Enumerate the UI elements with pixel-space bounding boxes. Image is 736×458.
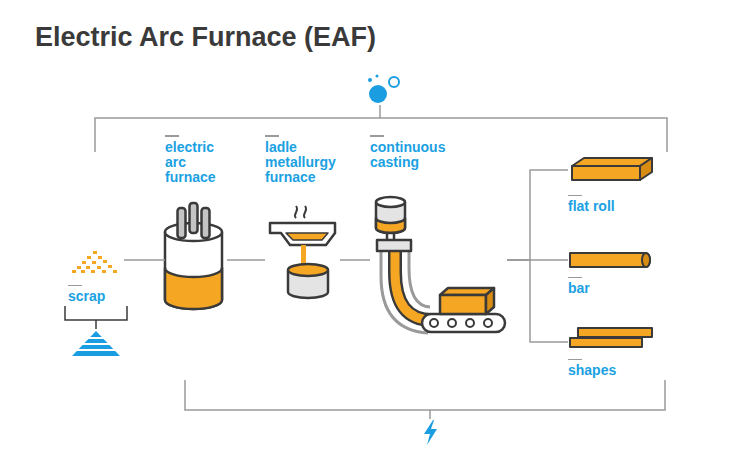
flat-roll-drawing (572, 158, 652, 180)
connector-line (340, 259, 370, 261)
water-icon (369, 85, 387, 103)
arc-furnace-drawing (165, 268, 222, 309)
scrap-pile (92, 261, 96, 264)
arc-furnace-drawing (190, 203, 198, 233)
process-stage: continuous casting (370, 135, 507, 337)
water-icon (368, 78, 372, 82)
bar-drawing (570, 253, 650, 267)
continuous-caster-drawing (484, 319, 492, 327)
scrap-bracket (65, 306, 127, 329)
stage-label: electric arc furnace (165, 135, 216, 185)
input-node: scrap (68, 246, 124, 304)
scrap-pile (86, 266, 90, 269)
continuous-caster-drawing (395, 244, 432, 320)
ladle-furnace-drawing (288, 264, 328, 276)
arc-furnace-drawing (202, 208, 210, 238)
shapes-drawing (570, 338, 642, 347)
scrap-pile (113, 270, 117, 273)
scrap-pile (91, 270, 95, 273)
scrap-pile (87, 256, 91, 259)
process-stage: ladle metallurgy furnace (265, 135, 340, 302)
stage-label: ladle metallurgy furnace (265, 135, 336, 185)
stage-label: flat roll (568, 195, 615, 215)
scrap-pile (103, 260, 107, 263)
process-stage: electric arc furnace (165, 135, 227, 307)
scrap-pile (102, 270, 106, 273)
scrap-pile (93, 251, 97, 254)
power-bracket (185, 380, 665, 419)
water-bracket (379, 105, 381, 118)
scrap-bracket (95, 320, 97, 329)
scrap-pile (82, 261, 86, 264)
arc-furnace-drawing (178, 208, 186, 238)
resource-pyramid (72, 338, 120, 350)
continuous-caster-drawing (395, 244, 432, 320)
continuous-caster-drawing (376, 197, 505, 333)
scrap-pile (72, 270, 76, 273)
resource-pyramid (72, 331, 120, 356)
ladle-furnace-drawing (286, 233, 328, 240)
shapes-drawing (570, 328, 652, 347)
diagram-title: Electric Arc Furnace (EAF) (35, 21, 376, 53)
arc-furnace-drawing (165, 203, 222, 309)
lightning-icon (424, 420, 437, 445)
continuous-caster-drawing (430, 319, 438, 327)
lightning-icon (424, 420, 437, 445)
bar-drawing (642, 253, 650, 267)
ladle-furnace-drawing (295, 206, 306, 218)
continuous-caster-drawing (376, 197, 405, 207)
shapes-drawing (578, 328, 652, 337)
flat-roll-drawing (572, 166, 640, 180)
flat-roll-drawing (640, 158, 652, 180)
scrap-pile (77, 266, 81, 269)
stage-label: shapes (568, 359, 616, 379)
continuous-caster-drawing (486, 288, 494, 314)
product-node: bar (568, 248, 656, 296)
continuous-caster-drawing (440, 295, 486, 314)
water-icon (389, 77, 399, 87)
product-node: shapes (568, 322, 656, 378)
scrap-pile (72, 251, 117, 273)
power-bracket (429, 410, 431, 419)
ladle-furnace-drawing (270, 206, 335, 298)
scrap-pile (97, 266, 101, 269)
scrap-pile (108, 265, 112, 268)
continuous-caster-drawing (409, 250, 430, 307)
arc-furnace-drawing (165, 232, 222, 309)
water-icon (368, 75, 399, 104)
ladle-furnace-drawing (270, 223, 335, 245)
resource-pyramid (72, 331, 120, 356)
product-node: flat roll (568, 152, 656, 214)
continuous-caster-drawing (376, 218, 405, 233)
power-bracket (185, 380, 665, 410)
stage-label: bar (568, 277, 590, 297)
bar-drawing (570, 253, 650, 267)
continuous-caster-drawing (422, 314, 505, 332)
continuous-caster-drawing (448, 319, 456, 327)
stage-label: scrap (68, 285, 105, 305)
connector-line (507, 260, 568, 342)
continuous-caster-drawing (377, 240, 411, 251)
stage-label: continuous casting (370, 135, 445, 170)
scrap-bracket (65, 306, 127, 320)
connector-line (227, 259, 265, 261)
scrap-pile (98, 256, 102, 259)
connector-line (507, 170, 568, 260)
connector-line (124, 259, 165, 261)
continuous-caster-drawing (466, 319, 474, 327)
water-icon (376, 75, 379, 78)
scrap-pile (81, 270, 85, 273)
